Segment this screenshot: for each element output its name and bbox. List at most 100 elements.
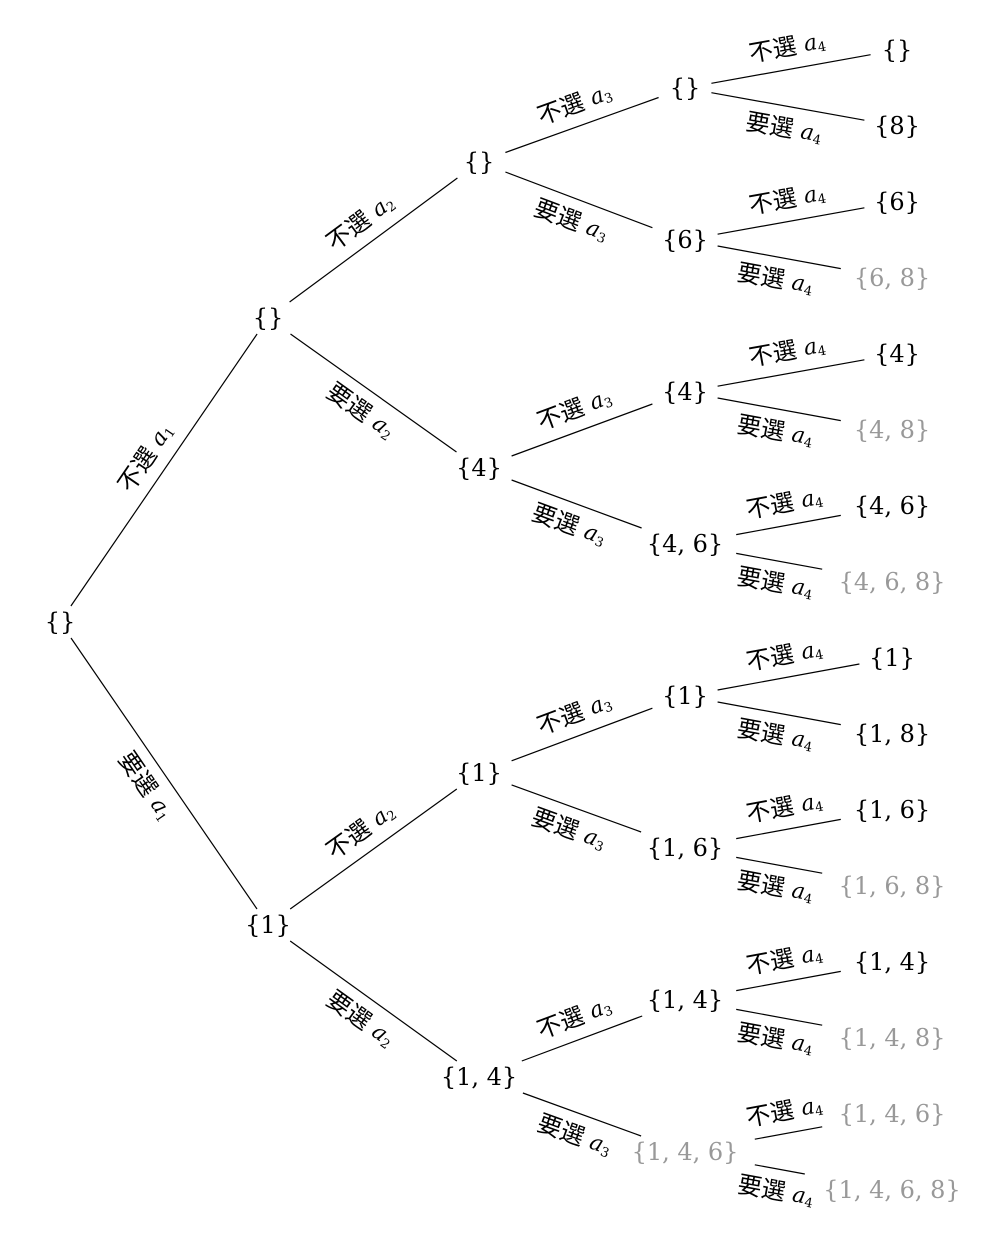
svg-text:要選 a3: 要選 a3 (530, 194, 612, 247)
svg-text:要選 a2: 要選 a2 (321, 377, 400, 444)
tree-edge (754, 1126, 823, 1140)
skip-edge-label: 不選 a4 (744, 635, 825, 676)
tree-edge (289, 940, 458, 1062)
skip-edge-label: 不選 a4 (747, 179, 828, 220)
svg-text:不選 a4: 不選 a4 (747, 27, 828, 68)
tree-node: {1} (245, 911, 291, 939)
tree-edge (717, 245, 841, 270)
take-edge-label: 要選 a4 (735, 410, 816, 451)
tree-edge (70, 333, 258, 607)
tree-edge (717, 701, 841, 726)
svg-text:要選 a2: 要選 a2 (321, 985, 400, 1053)
take-edge-label: 要選 a4 (735, 562, 816, 603)
tree-node: {4} (874, 340, 920, 368)
svg-text:不選 a3: 不選 a3 (533, 687, 615, 740)
tree-edge (511, 784, 642, 833)
take-edge-label: 要選 a4 (744, 107, 825, 148)
take-edge-label: 要選 a3 (534, 1109, 616, 1162)
skip-edge-label: 不選 a4 (747, 334, 828, 372)
tree-nodes: {}{}{1}{}{4}{1}{1, 4}{}{6}{4}{4, 6}{1}{1… (45, 36, 961, 1204)
tree-edge (511, 479, 642, 529)
take-edge-label: 要選 a1 (113, 746, 180, 825)
take-edge-label: 要選 a3 (528, 803, 610, 856)
tree-node: {6} (662, 226, 708, 254)
svg-text:不選 a4: 不選 a4 (744, 635, 825, 676)
skip-edge-label: 不選 a2 (321, 797, 400, 865)
skip-edge-label: 不選 a3 (533, 991, 615, 1045)
skip-edge-label: 不選 a4 (744, 483, 825, 524)
tree-edge (289, 788, 458, 910)
tree-edge (736, 970, 841, 992)
skip-edge-label: 不選 a4 (744, 787, 825, 828)
svg-text:不選 a1: 不選 a1 (112, 418, 179, 497)
take-edge-label: 要選 a4 (735, 1170, 816, 1211)
skip-edge-label: 不選 a4 (744, 1091, 825, 1132)
tree-edges (70, 54, 871, 1175)
svg-text:不選 a3: 不選 a3 (533, 383, 615, 436)
svg-text:要選 a4: 要選 a4 (735, 258, 816, 299)
tree-node: {1, 4, 6} (839, 1100, 946, 1128)
take-edge-label: 要選 a3 (530, 194, 612, 247)
tree-node: {1} (662, 682, 708, 710)
tree-node: {8} (874, 112, 920, 140)
tree-node: {1} (456, 759, 502, 787)
tree-node: {1, 4, 8} (839, 1024, 946, 1052)
svg-text:不選 a4: 不選 a4 (747, 179, 828, 220)
svg-text:要選 a3: 要選 a3 (528, 803, 610, 856)
tree-node: {} (45, 608, 76, 636)
skip-edge-label: 不選 a3 (533, 383, 615, 436)
tree-edge (290, 333, 457, 453)
svg-text:要選 a4: 要選 a4 (744, 107, 825, 148)
svg-text:要選 a3: 要選 a3 (534, 1109, 616, 1162)
svg-text:要選 a1: 要選 a1 (113, 746, 180, 825)
tree-node: {} (464, 148, 495, 176)
skip-edge-label: 不選 a4 (744, 942, 825, 980)
tree-edge (736, 514, 841, 536)
tree-node: {1, 6} (647, 834, 723, 862)
tree-node: {1, 4} (647, 986, 723, 1014)
svg-text:不選 a4: 不選 a4 (744, 483, 825, 524)
tree-edge (505, 96, 659, 154)
svg-text:要選 a4: 要選 a4 (735, 1170, 816, 1211)
tree-edge (521, 1015, 643, 1062)
tree-node: {1, 6} (854, 796, 930, 824)
tree-edge (711, 54, 871, 84)
take-edge-label: 要選 a4 (735, 714, 814, 755)
svg-text:不選 a4: 不選 a4 (744, 787, 825, 828)
tree-edge (736, 818, 841, 840)
tree-node: {1, 4} (854, 948, 930, 976)
svg-text:不選 a4: 不選 a4 (744, 1091, 825, 1132)
tree-edge (511, 707, 653, 762)
tree-edge (717, 663, 860, 691)
svg-text:要選 a4: 要選 a4 (735, 410, 816, 451)
tree-node: {4, 6} (647, 530, 723, 558)
svg-text:不選 a2: 不選 a2 (321, 188, 400, 256)
tree-node: {4, 8} (854, 416, 930, 444)
tree-node: {6} (874, 188, 920, 216)
tree-edge (70, 637, 258, 910)
skip-edge-label: 不選 a3 (533, 687, 615, 741)
tree-edge (505, 171, 653, 229)
skip-edge-label: 不選 a2 (321, 188, 400, 256)
tree-node: {} (882, 36, 913, 64)
tree-edge (717, 207, 865, 235)
svg-text:不選 a3: 不選 a3 (533, 991, 615, 1044)
svg-text:要選 a4: 要選 a4 (735, 562, 816, 603)
tree-edge (511, 403, 653, 457)
svg-text:不選 a2: 不選 a2 (321, 797, 400, 865)
tree-node: {1, 4, 6} (632, 1138, 739, 1166)
tree-node: {1, 8} (854, 720, 930, 748)
tree-edge (289, 177, 458, 303)
tree-edge (754, 1164, 805, 1175)
svg-text:要選 a4: 要選 a4 (735, 1018, 816, 1059)
svg-text:不選 a3: 不選 a3 (534, 78, 616, 130)
take-edge-label: 要選 a4 (735, 866, 816, 907)
tree-node: {1} (869, 644, 915, 672)
svg-text:要選 a4: 要選 a4 (735, 866, 816, 907)
tree-edge (711, 92, 865, 121)
take-edge-label: 要選 a4 (735, 258, 816, 299)
tree-edge (736, 1008, 823, 1026)
tree-edge (522, 1092, 642, 1137)
tree-node: {1, 6, 8} (839, 872, 946, 900)
tree-edge (717, 397, 841, 422)
